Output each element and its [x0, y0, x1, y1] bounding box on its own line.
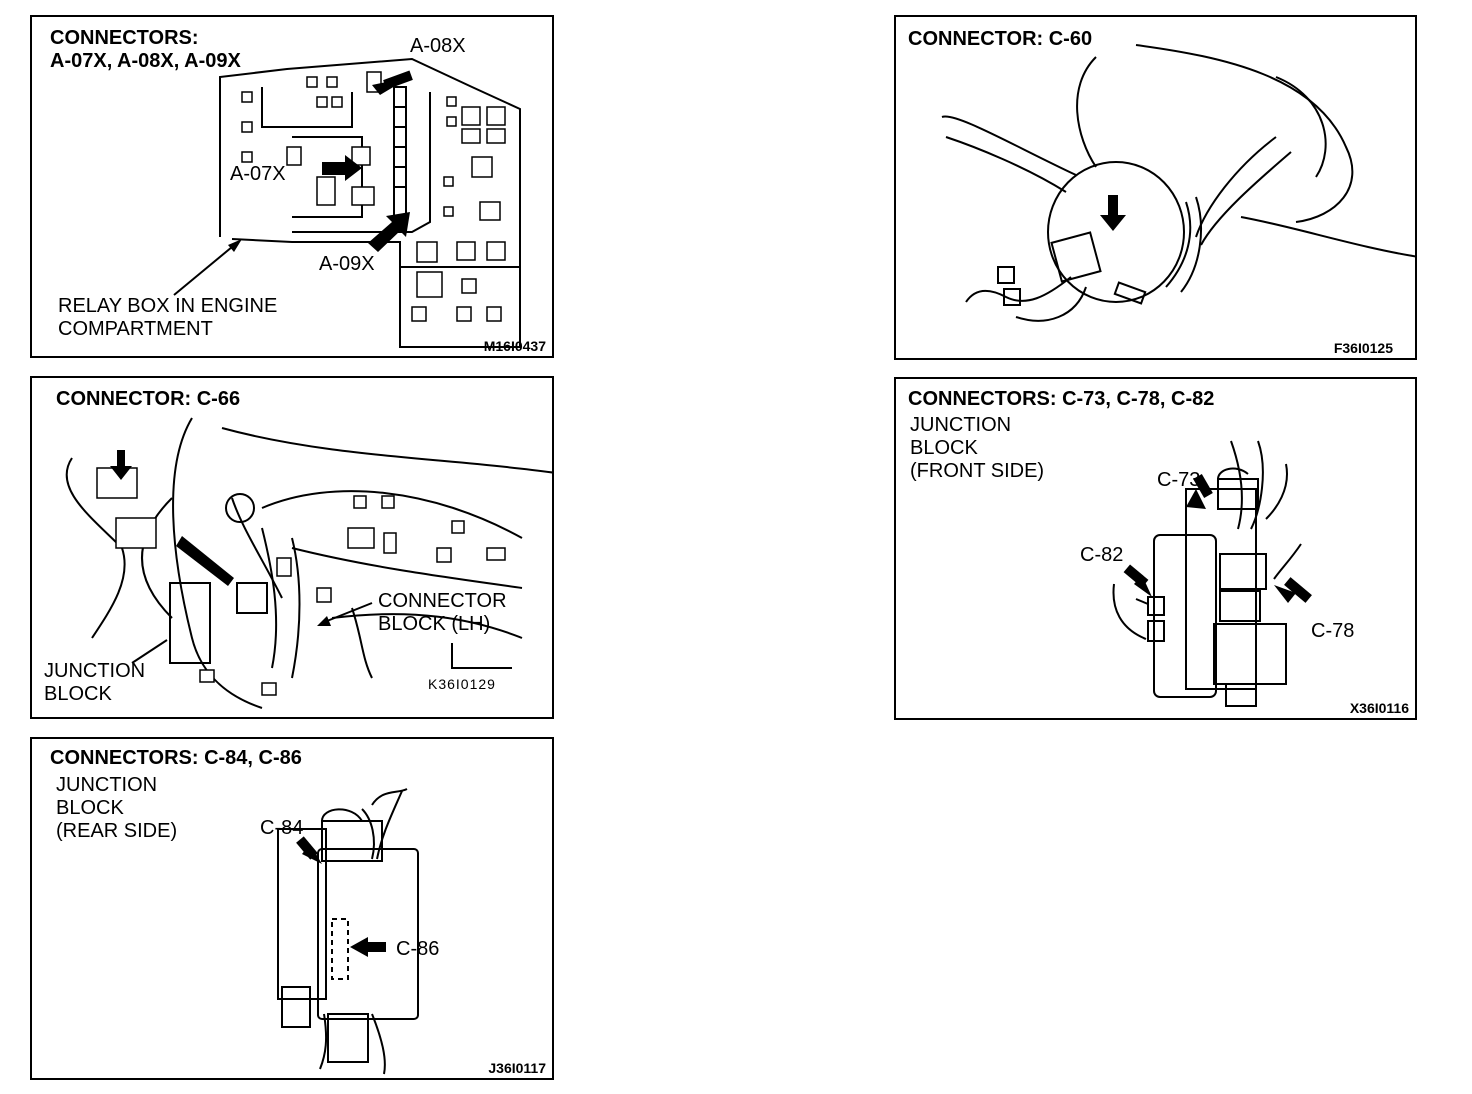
sub-line-3: (FRONT SIDE) — [910, 460, 1045, 482]
junction-line-2: BLOCK — [44, 683, 112, 705]
callout-c73: C-73 — [1157, 469, 1201, 491]
panel-title: CONNECTOR: C-66 — [56, 388, 241, 410]
callout-c84: C-84 — [260, 817, 304, 839]
connector-block-label: CONNECTOR BLOCK (LH) — [378, 590, 507, 636]
junction-block-rear-label: JUNCTION BLOCK (REAR SIDE) — [56, 774, 177, 843]
figure-ref: J36I0117 — [488, 1060, 546, 1076]
figure-ref: K36I0129 — [428, 676, 496, 692]
figure-ref: F36I0125 — [1333, 340, 1393, 356]
figure-ref: M16I0437 — [483, 338, 546, 354]
relay-box-illustration — [173, 57, 521, 348]
panel-c73-c78-c82: CONNECTORS: C-73, C-78, C-82 JUNCTION BL… — [894, 377, 1417, 720]
callout-c82: C-82 — [1080, 544, 1124, 566]
connector-block-line-1: CONNECTOR — [378, 590, 507, 612]
junction-block-front-illustration — [1112, 440, 1312, 707]
sub-line-1: JUNCTION — [910, 414, 1012, 436]
panel-relay-box: CONNECTORS: A-07X, A-08X, A-09X A-08X A-… — [30, 15, 554, 358]
connector-block-line-2: BLOCK (LH) — [378, 613, 491, 635]
callout-c86: C-86 — [396, 938, 440, 960]
sub-line-3: (REAR SIDE) — [56, 820, 178, 842]
panel-title: CONNECTORS: C-73, C-78, C-82 — [908, 388, 1215, 410]
callout-a08x: A-08X — [410, 35, 466, 57]
callout-c78: C-78 — [1311, 620, 1355, 642]
relay-box-caption: RELAY BOX IN ENGINE COMPARTMENT — [58, 295, 277, 341]
panel-title: CONNECTOR: C-60 — [908, 28, 1093, 50]
sub-line-1: JUNCTION — [56, 774, 158, 796]
panel-c66: CONNECTOR: C-66 CONNECTOR BLOCK (LH) JUN… — [30, 376, 554, 719]
junction-line-1: JUNCTION — [44, 660, 146, 682]
junction-block-label: JUNCTION BLOCK — [44, 660, 145, 706]
panel-title: CONNECTORS: C-84, C-86 — [50, 747, 302, 769]
sub-line-2: BLOCK — [56, 797, 124, 819]
caption-line-2: COMPARTMENT — [58, 318, 213, 340]
junction-block-rear-illustration — [277, 788, 419, 1075]
steering-column-illustration — [941, 44, 1415, 322]
callout-a09x: A-09X — [319, 253, 375, 275]
junction-block-front-label: JUNCTION BLOCK (FRONT SIDE) — [910, 414, 1044, 483]
panel-c60: CONNECTOR: C-60 F36I0125 — [894, 15, 1417, 360]
title-line-2: A-07X, A-08X, A-09X — [50, 50, 241, 72]
caption-line-1: RELAY BOX IN ENGINE — [58, 295, 278, 317]
sub-line-2: BLOCK — [910, 437, 978, 459]
callout-a07x: A-07X — [230, 163, 286, 185]
panel-c84-c86: CONNECTORS: C-84, C-86 JUNCTION BLOCK (R… — [30, 737, 554, 1080]
panel-title: CONNECTORS: A-07X, A-08X, A-09X — [50, 27, 241, 73]
dashboard-wiring-illustration — [65, 417, 552, 709]
figure-ref: X36I0116 — [1349, 700, 1409, 716]
title-line-1: CONNECTORS: — [50, 27, 199, 49]
